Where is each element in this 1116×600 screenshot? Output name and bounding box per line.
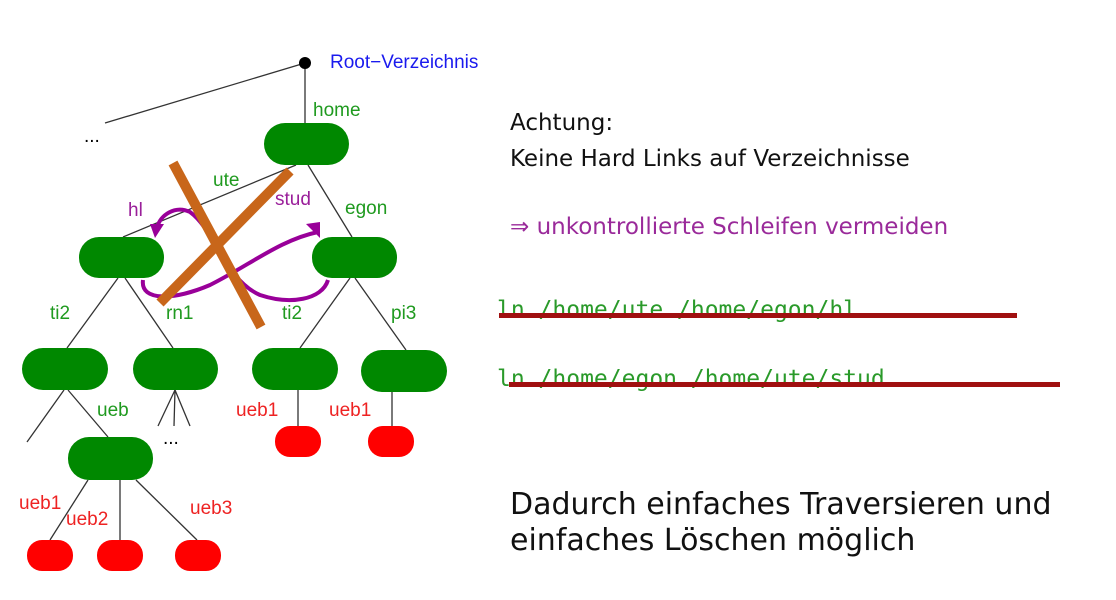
edge-label-ueb1-ti2: ueb1 — [236, 400, 278, 421]
edge-label-ueb2: ueb2 — [66, 509, 108, 530]
tree-edges — [26, 62, 407, 541]
strikethrough-line — [499, 313, 1017, 318]
edge-label-ti2-egon: ti2 — [282, 303, 302, 324]
file-node-ueb2 — [97, 540, 143, 571]
edge-label-pi3: pi3 — [391, 303, 416, 324]
file-node-ueb1-ti2 — [275, 426, 321, 457]
file-node-ueb1 — [27, 540, 73, 571]
dir-node-ute — [79, 237, 164, 278]
warning-title: Achtung: — [510, 110, 614, 136]
edge-label-home: home — [313, 100, 361, 121]
dir-node-ti2-ute — [22, 348, 108, 390]
result-line-2: einfaches Löschen möglich — [510, 523, 916, 558]
file-node-ueb1-pi3 — [368, 426, 414, 457]
dir-node-egon — [312, 237, 397, 278]
stud-arrowhead-icon — [306, 222, 320, 238]
link-label-stud: stud — [275, 189, 311, 210]
dir-node-rn1 — [133, 348, 218, 390]
root-label: Root−Verzeichnis — [330, 52, 478, 73]
command-stud: ln /home/egon /home/ute/stud — [497, 366, 885, 392]
dir-node-pi3 — [361, 350, 447, 392]
edge-label-ueb3: ueb3 — [190, 498, 232, 519]
edge-label-ueb: ueb — [97, 400, 129, 421]
cross-out-mark — [156, 160, 294, 330]
root-node — [299, 57, 311, 69]
edge-label-egon: egon — [345, 198, 387, 219]
edge-label-rn1: rn1 — [166, 303, 193, 324]
dir-node-ti2-egon — [252, 348, 338, 390]
file-node-ueb3 — [175, 540, 221, 571]
stud-link-curve — [140, 230, 319, 299]
link-label-hl: hl — [128, 200, 143, 221]
edge-label-ti2-ute: ti2 — [50, 303, 70, 324]
result-line-1: Dadurch einfaches Traversieren und — [510, 487, 1052, 522]
consequence-text: ⇒ unkontrollierte Schleifen vermeiden — [510, 214, 949, 240]
hl-arrowhead-icon — [150, 224, 164, 238]
dir-node-ueb — [68, 437, 153, 480]
warning-body: Keine Hard Links auf Verzeichnisse — [510, 146, 910, 172]
ellipsis-label: ... — [84, 126, 100, 147]
strikethrough-line — [509, 382, 1060, 387]
edge-label-ueb1: ueb1 — [19, 493, 61, 514]
command-hl: ln /home/ute /home/egon/hl — [497, 297, 858, 323]
dir-node-home — [264, 123, 349, 165]
edge-label-ute: ute — [213, 170, 239, 191]
ellipsis-rn1: ... — [163, 428, 179, 449]
edge-label-ueb1-pi3: ueb1 — [329, 400, 371, 421]
